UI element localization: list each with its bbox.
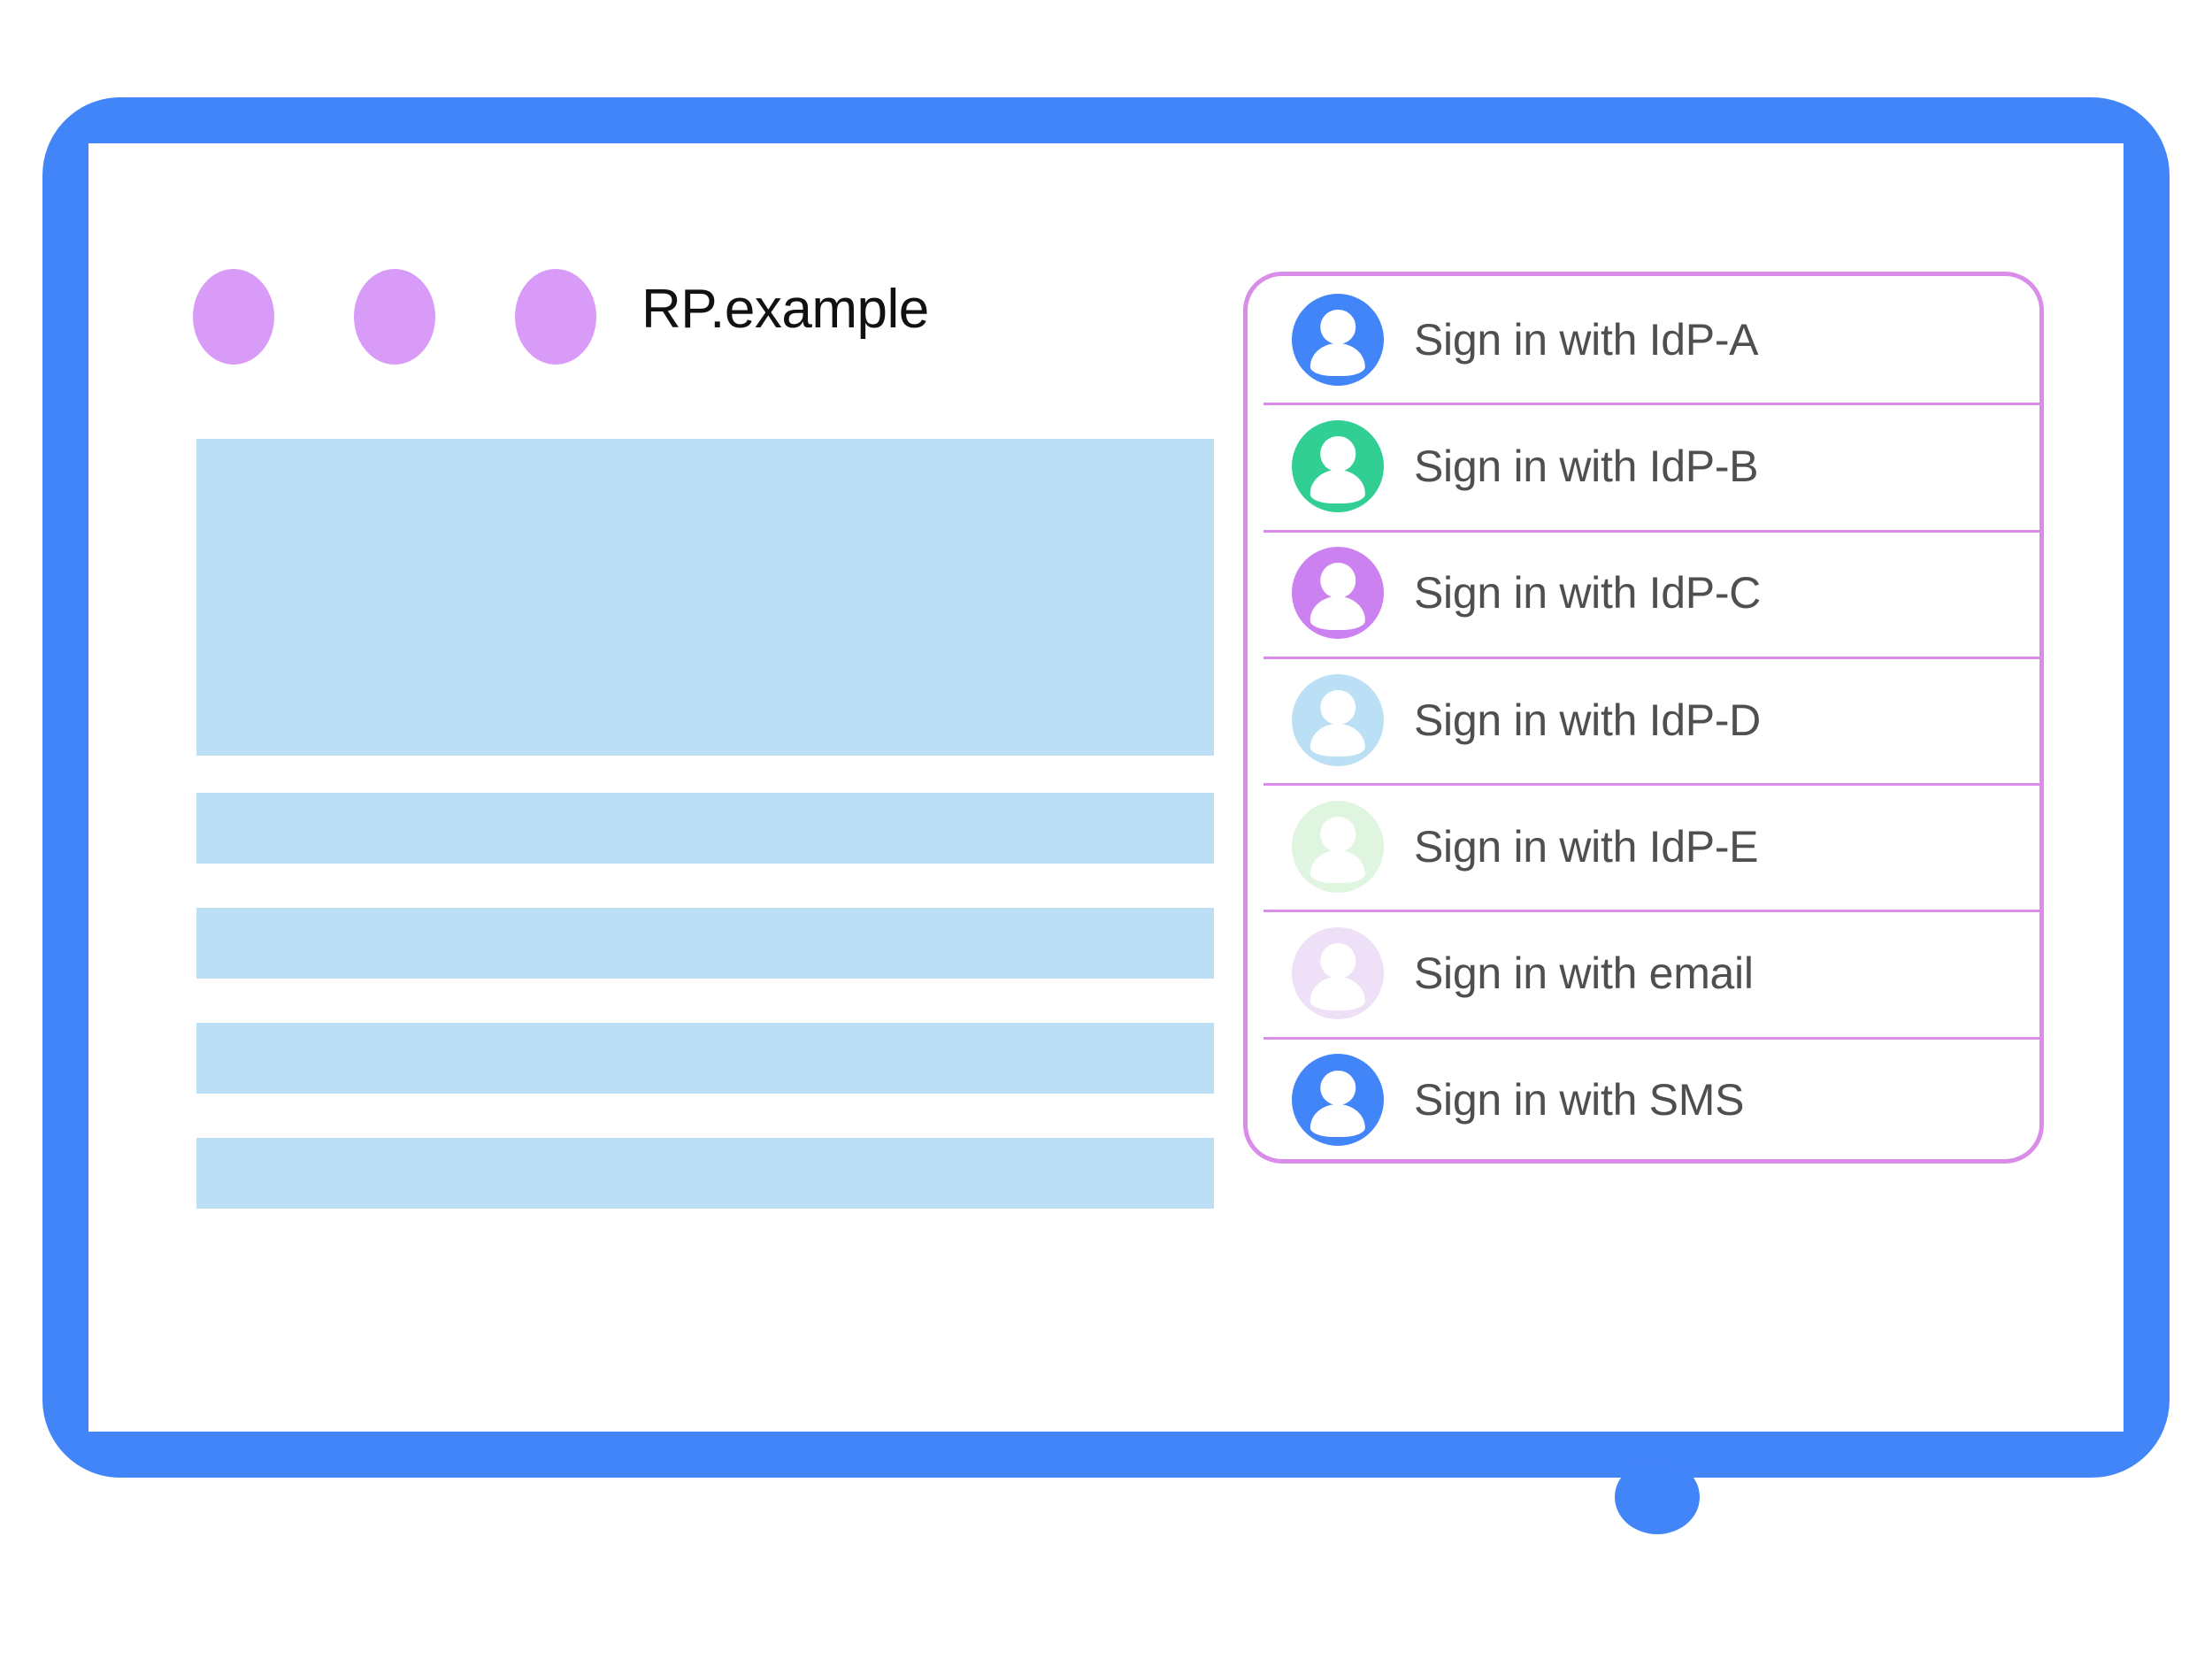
account-row[interactable]: Sign in with SMS bbox=[1248, 1036, 2039, 1159]
page-title: RP.example bbox=[641, 279, 929, 340]
account-row[interactable]: Sign in with IdP-E bbox=[1248, 783, 2039, 910]
account-avatar-icon bbox=[1292, 927, 1384, 1020]
browser-titlebar: RP.example bbox=[88, 143, 2124, 365]
account-row[interactable]: Sign in with IdP-A bbox=[1248, 276, 2039, 403]
account-label: Sign in with SMS bbox=[1414, 1075, 1745, 1125]
hero-placeholder-block bbox=[196, 439, 1214, 756]
stripe-placeholder-block-2 bbox=[196, 908, 1214, 979]
account-avatar-icon bbox=[1292, 673, 1384, 766]
stripe-placeholder-block-3 bbox=[196, 1023, 1214, 1094]
account-avatar-icon bbox=[1292, 800, 1384, 893]
window-dot-2[interactable] bbox=[354, 269, 435, 365]
account-row[interactable]: Sign in with IdP-B bbox=[1248, 403, 2039, 529]
account-label: Sign in with IdP-A bbox=[1414, 314, 1759, 365]
account-avatar-icon bbox=[1292, 547, 1384, 640]
stripe-placeholder-block-4 bbox=[196, 1138, 1214, 1209]
account-label: Sign in with IdP-B bbox=[1414, 441, 1759, 491]
stripe-placeholder-block-1 bbox=[196, 793, 1214, 864]
account-chooser-panel: Sign in with IdP-A Sign in with IdP-B Sign… bbox=[1243, 272, 2044, 1164]
account-avatar-icon bbox=[1292, 419, 1384, 512]
account-row[interactable]: Sign in with IdP-C bbox=[1248, 529, 2039, 657]
account-row[interactable]: Sign in with email bbox=[1248, 910, 2039, 1036]
account-avatar-icon bbox=[1292, 293, 1384, 386]
content-placeholder-column bbox=[196, 439, 1214, 1253]
window-dot-3[interactable] bbox=[515, 269, 596, 365]
account-avatar-icon bbox=[1292, 1054, 1384, 1147]
window-dot-1[interactable] bbox=[193, 269, 274, 365]
home-button[interactable] bbox=[1615, 1460, 1700, 1534]
account-row[interactable]: Sign in with IdP-D bbox=[1248, 656, 2039, 783]
account-label: Sign in with IdP-D bbox=[1414, 695, 1761, 745]
account-label: Sign in with email bbox=[1414, 949, 1754, 999]
account-label: Sign in with IdP-C bbox=[1414, 568, 1761, 618]
account-label: Sign in with IdP-E bbox=[1414, 821, 1759, 872]
